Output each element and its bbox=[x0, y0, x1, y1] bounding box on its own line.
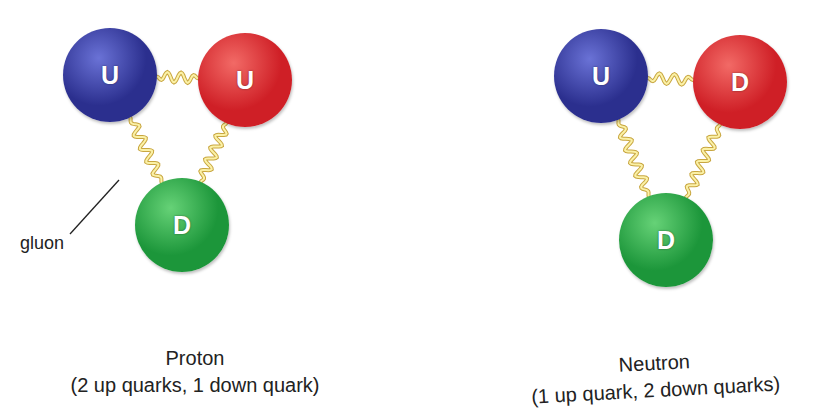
gluon-line bbox=[686, 125, 720, 198]
leader-line bbox=[70, 180, 119, 234]
particle-caption: Neutron(1 up quark, 2 down quarks) bbox=[499, 342, 811, 412]
gluon-line bbox=[648, 74, 693, 85]
quark-ball: D bbox=[619, 193, 713, 287]
gluon-line bbox=[200, 123, 226, 182]
particle-region: Neutron(1 up quark, 2 down quarks) U D D bbox=[440, 0, 810, 410]
quark-letter: U bbox=[236, 66, 254, 95]
quark-letter: D bbox=[731, 68, 749, 97]
quark-letter: D bbox=[657, 226, 675, 255]
particle-name: Proton bbox=[10, 345, 380, 372]
quark-letter: U bbox=[101, 61, 119, 90]
quark-ball: D bbox=[693, 35, 787, 129]
gluon-line bbox=[618, 120, 648, 197]
quark-ball: U bbox=[63, 28, 157, 122]
quark-ball: U bbox=[554, 29, 648, 123]
quark-ball: U bbox=[198, 33, 292, 127]
quark-letter: D bbox=[173, 211, 191, 240]
quark-letter: U bbox=[592, 62, 610, 91]
particle-caption: Proton(2 up quarks, 1 down quark) bbox=[10, 345, 380, 399]
gluon-label: gluon bbox=[20, 233, 64, 254]
quark-ball: D bbox=[135, 178, 229, 272]
quark-content: (2 up quarks, 1 down quark) bbox=[10, 372, 380, 399]
particle-region: Proton(2 up quarks, 1 down quark) U U D bbox=[10, 0, 380, 410]
gluon-line bbox=[157, 72, 198, 83]
gluon-line bbox=[130, 117, 161, 182]
